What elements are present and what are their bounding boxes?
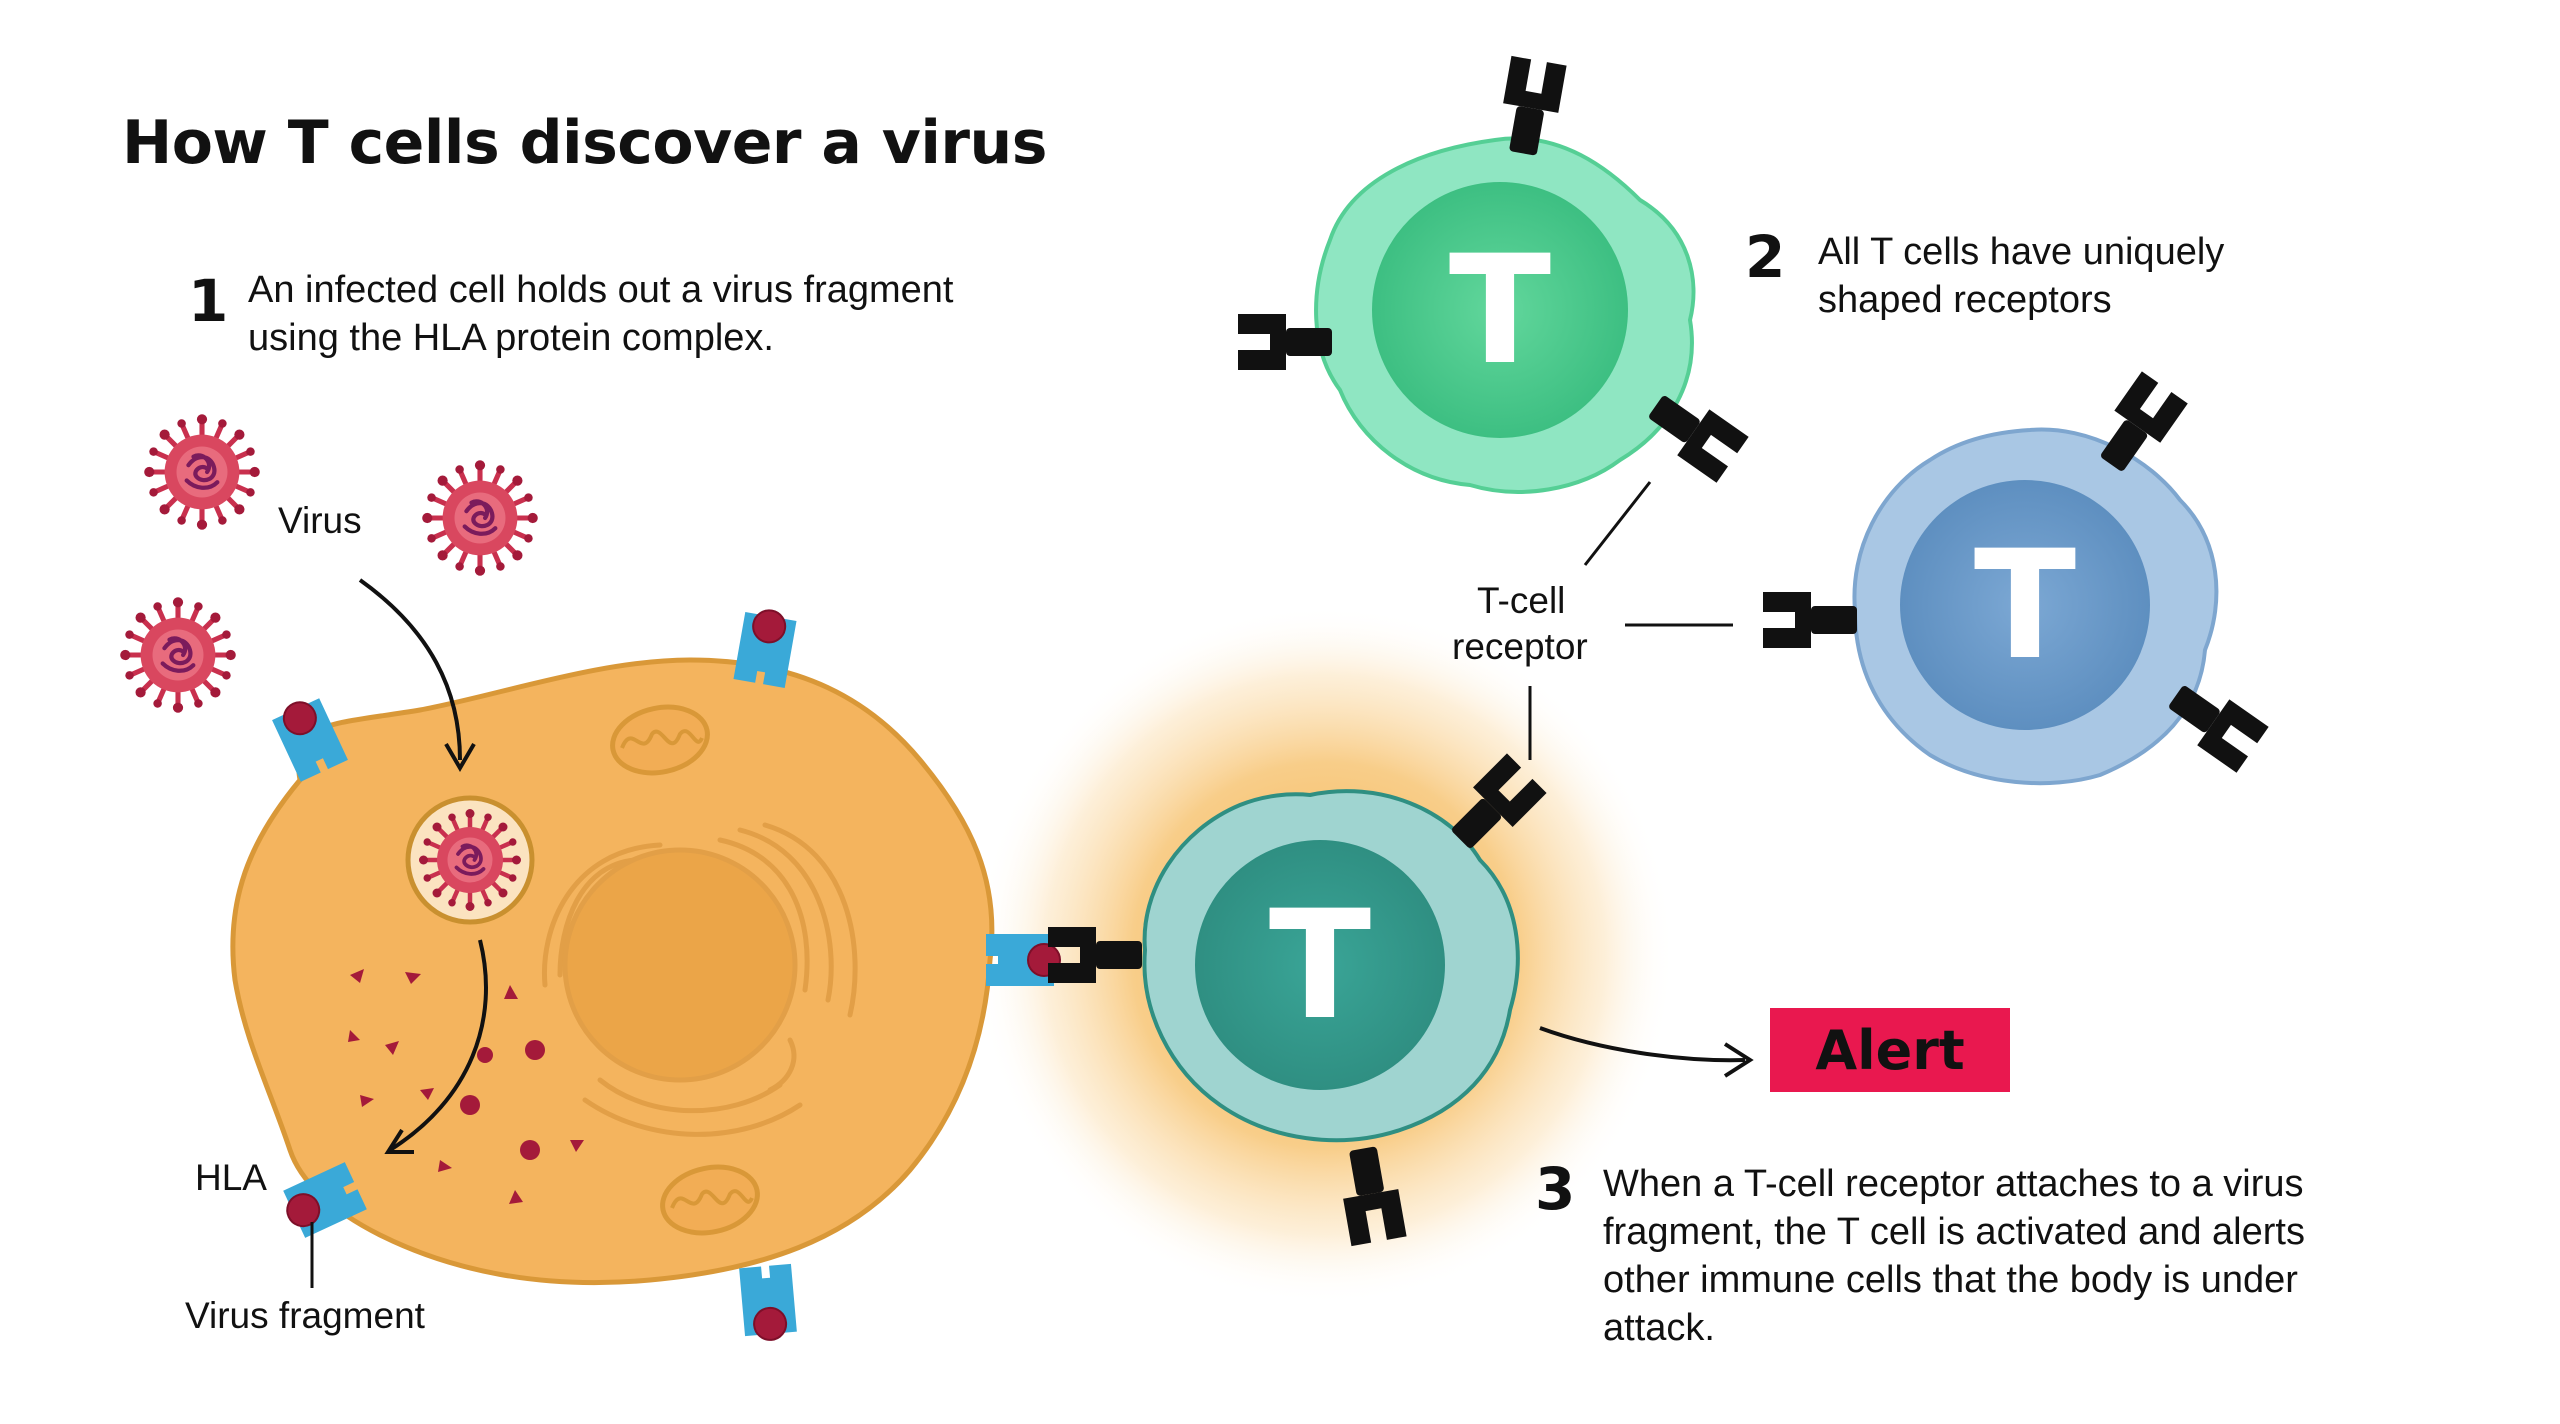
step-1-number: 1: [188, 267, 229, 335]
internal-virus-icon: [419, 809, 521, 911]
step-2-number: 2: [1745, 223, 1786, 291]
t-cell-green: [1314, 136, 1696, 494]
alert-label: Alert: [1815, 1018, 1965, 1082]
fragment-path-arrow: [388, 939, 488, 1152]
step-1-text: An infected cell holds out a virus fragm…: [248, 269, 954, 359]
label-pointer-line: [1583, 481, 1652, 566]
t-cell-letter: T: [1449, 224, 1551, 398]
page-title: How T cells discover a virus: [122, 108, 1047, 178]
t-cell-receptor: [1763, 592, 1857, 648]
step-3-text: When a T-cell receptor attaches to a vir…: [1603, 1163, 2305, 1349]
virus-icon: [422, 460, 538, 576]
virus-label: Virus: [278, 500, 362, 541]
nucleus: [562, 847, 798, 1083]
alert-badge: Alert: [1770, 1008, 2010, 1092]
step-2-text: All T cells have uniquely shaped recepto…: [1818, 231, 2225, 321]
virus-icon: [144, 414, 260, 530]
t-cell-letter: T: [1269, 879, 1371, 1053]
mitochondrion: [610, 704, 710, 776]
virus-entry-arrow: [358, 578, 462, 761]
tcell-receptor-label-line2: receptor: [1452, 626, 1588, 667]
hla-protein: [738, 1262, 799, 1344]
virus-fragments: [348, 969, 584, 1204]
t-cell-blue: [1852, 427, 2219, 786]
step-3-number: 3: [1535, 1155, 1576, 1223]
tcell-receptor-label-line1: T-cell: [1477, 580, 1566, 621]
virus-icon: [120, 597, 236, 713]
alert-arrow: [1539, 1026, 1746, 1063]
hla-label: HLA: [195, 1157, 267, 1198]
t-cell-activated: [1142, 789, 1520, 1143]
virus-fragment-label: Virus fragment: [185, 1295, 425, 1336]
t-cell-letter: T: [1974, 519, 2076, 693]
mitochondrion: [660, 1164, 760, 1236]
infected-cell: [230, 578, 995, 1286]
